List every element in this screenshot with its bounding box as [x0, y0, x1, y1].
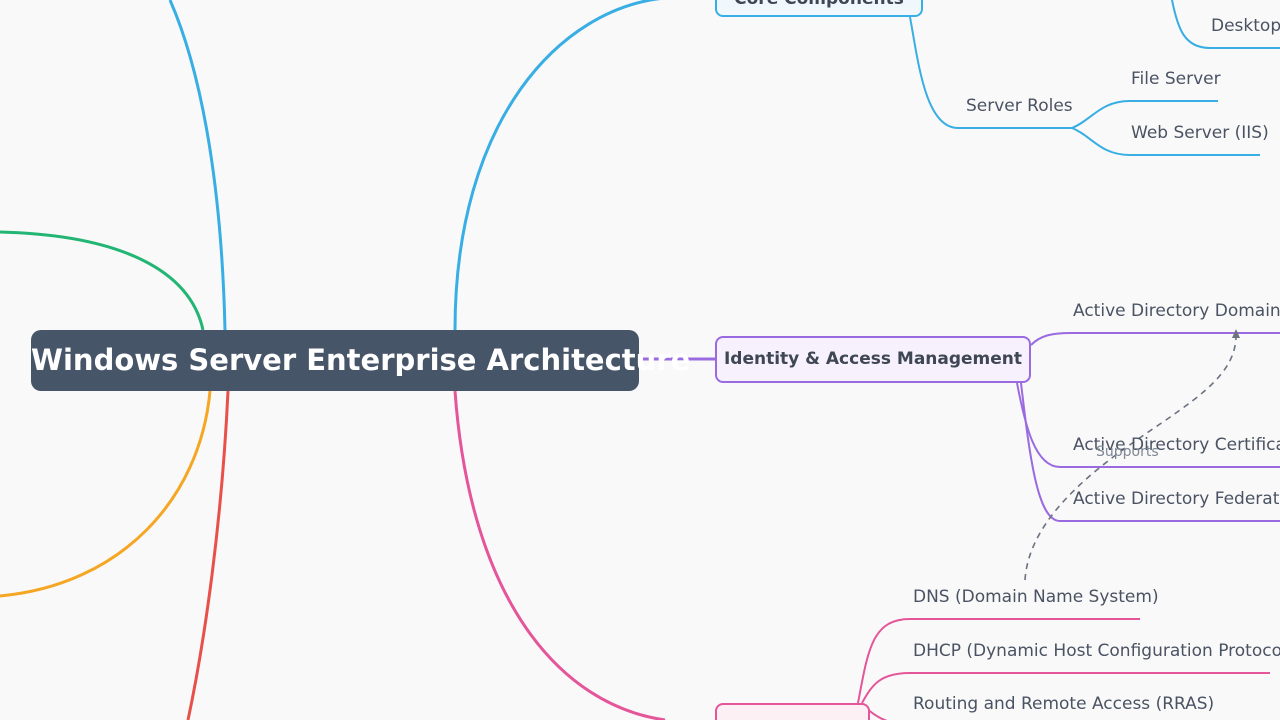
- leaf-rras[interactable]: Routing and Remote Access (RRAS): [913, 694, 1215, 714]
- branch-core-components[interactable]: Core Components: [715, 0, 923, 17]
- connector-dhcp: [861, 672, 1270, 704]
- connector-ad-fs: [1020, 382, 1280, 522]
- connector-left-green: [0, 230, 205, 331]
- connector-ad-ds: [1030, 332, 1280, 346]
- leaf-dns[interactable]: DNS (Domain Name System): [913, 587, 1159, 607]
- leaf-ad-certificate-services[interactable]: Active Directory Certificate: [1073, 435, 1280, 455]
- connector-network: [453, 390, 666, 720]
- leaf-ad-federation-services[interactable]: Active Directory Federation: [1073, 489, 1280, 509]
- connector-web-server: [1071, 127, 1260, 156]
- connector-core: [453, 0, 662, 331]
- branch-networking[interactable]: [715, 703, 870, 720]
- relation-label: Supports: [1096, 444, 1159, 460]
- connector-left-blue: [168, 0, 227, 331]
- leaf-file-server[interactable]: File Server: [1131, 69, 1221, 89]
- leaf-ad-domain-services[interactable]: Active Directory Domain Se: [1073, 301, 1280, 321]
- connector-ad-cs: [1016, 382, 1280, 468]
- connector-file-server: [1071, 100, 1218, 129]
- leaf-dhcp[interactable]: DHCP (Dynamic Host Configuration Protoco…: [913, 641, 1280, 661]
- connector-left-red: [186, 390, 230, 720]
- relation-arrowhead: [1232, 329, 1240, 338]
- leaf-web-server[interactable]: Web Server (IIS): [1131, 123, 1269, 143]
- connector-dns: [857, 618, 1140, 704]
- leaf-desktop[interactable]: Desktop: [1211, 16, 1280, 36]
- root-node[interactable]: Windows Server Enterprise Architecture: [31, 330, 690, 391]
- connector-server-roles: [909, 16, 1072, 129]
- connector-left-orange: [0, 390, 212, 598]
- connector-desktop: [1171, 0, 1280, 49]
- leaf-server-roles[interactable]: Server Roles: [966, 96, 1073, 116]
- branch-identity-access-management[interactable]: Identity & Access Management: [715, 336, 1031, 383]
- relation-dashed-line: [1024, 336, 1237, 581]
- connector-rras: [865, 707, 888, 720]
